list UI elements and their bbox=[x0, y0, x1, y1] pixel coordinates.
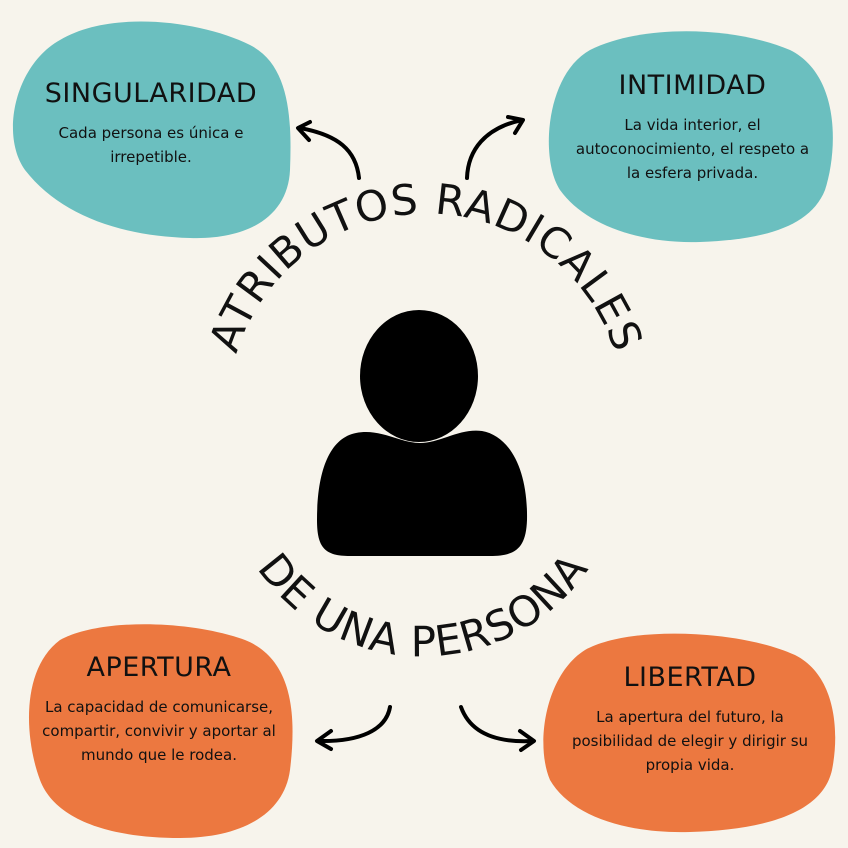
arrow-to-intimidad-icon bbox=[465, 115, 525, 180]
arrow-to-apertura-icon bbox=[315, 705, 392, 751]
card-description: La vida interior, el autoconocimiento, e… bbox=[575, 116, 810, 182]
card-title: APERTURA bbox=[86, 652, 232, 683]
card-description: La apertura del futuro, la posibilidad d… bbox=[571, 708, 809, 774]
arrow-to-singularidad-icon bbox=[296, 120, 361, 180]
card-apertura: APERTURA La capacidad de comunicarse, co… bbox=[28, 652, 290, 767]
card-libertad: LIBERTAD La apertura del futuro, la posi… bbox=[560, 662, 820, 777]
blob-libertad bbox=[543, 633, 836, 833]
blob-singularidad bbox=[12, 21, 291, 239]
person-icon bbox=[317, 310, 528, 556]
blob-intimidad bbox=[548, 31, 833, 243]
card-title: SINGULARIDAD bbox=[44, 78, 258, 109]
card-intimidad: INTIMIDAD La vida interior, el autoconoc… bbox=[560, 70, 825, 185]
arrow-to-libertad-icon bbox=[459, 705, 536, 752]
card-description: Cada persona es única e irrepetible. bbox=[58, 124, 244, 166]
blob-apertura bbox=[28, 624, 293, 838]
card-description: La capacidad de comunicarse, compartir, … bbox=[42, 698, 276, 764]
title-bottom-arc: DE UNA PERSONA bbox=[249, 544, 598, 667]
card-singularidad: SINGULARIDAD Cada persona es única e irr… bbox=[22, 78, 280, 169]
card-title: INTIMIDAD bbox=[618, 70, 767, 101]
card-title: LIBERTAD bbox=[623, 662, 757, 693]
